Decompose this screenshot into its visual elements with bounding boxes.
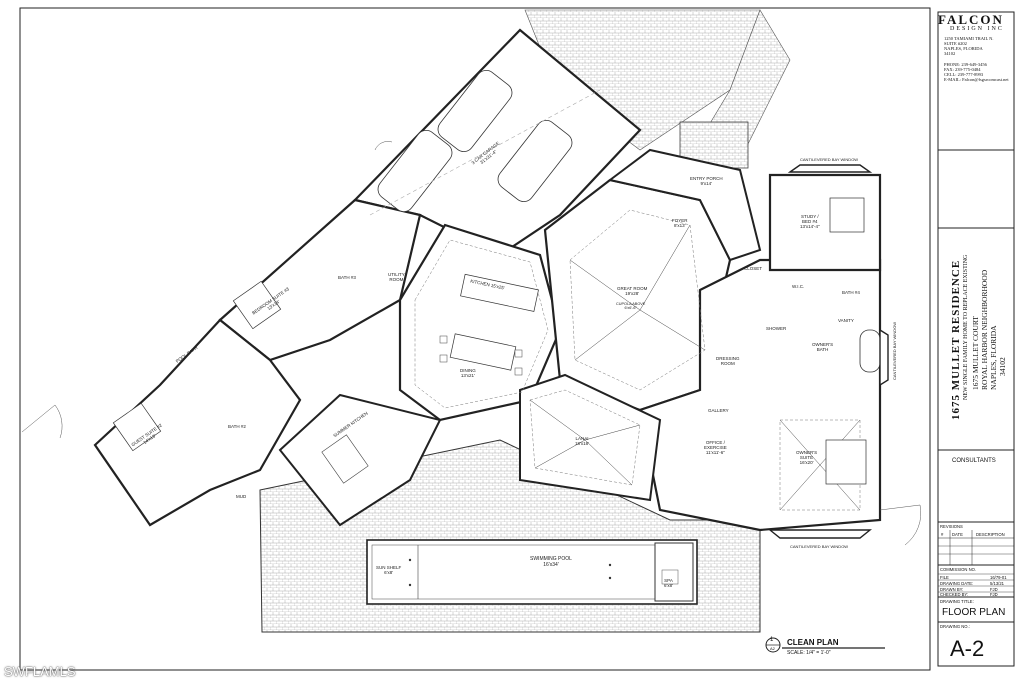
tb-row-key: FILE: [940, 575, 949, 580]
contact-line: CELL: 239-777-8993: [944, 72, 984, 77]
firm-address: 1250 TAMIAMI TRAIL N. SUITE #202 NAPLES,…: [944, 36, 994, 56]
room-entry-porch: ENTRY PORCH 9'x14': [690, 176, 723, 186]
address-line: SUITE #202: [944, 41, 967, 46]
room-owners-bath: OWNER'S BATH: [812, 342, 834, 352]
owners-tub: [859, 329, 881, 373]
drawing-title-label: DRAWING TITLE:: [940, 599, 974, 604]
room-owners-suite: OWNER'S SUITE 16'x20': [796, 450, 818, 465]
bay-window-bottom: CANTILEVERED BAY WINDOW: [790, 544, 849, 549]
firm-logo: FALCON: [938, 12, 1004, 27]
room-dressing: DRESSING ROOM: [716, 356, 740, 366]
room-closet: CLOSET: [744, 266, 763, 271]
room-spa: SPA 6'x8': [664, 578, 673, 588]
tb-row-value: 16/79-01: [990, 575, 1007, 580]
spa: [654, 542, 694, 602]
tb-row-key: DRAWN BY:: [940, 587, 964, 592]
room-vanity: VANITY: [838, 318, 854, 323]
rev-col-num: #: [941, 532, 944, 537]
lanai-block: [519, 373, 662, 502]
contact-line: FAX: 239-775-0484: [944, 67, 981, 72]
tb-row-value: 5/13/21: [990, 581, 1004, 586]
consultants-label: CONSULTANTS: [952, 458, 996, 464]
firm-contact: PHONE: 239-649-3456 FAX: 239-775-0484 CE…: [944, 62, 1014, 82]
tb-row-key: DRAWING DATE:: [940, 581, 974, 586]
garage-cars: [377, 70, 573, 212]
drawing-number: A-2: [950, 636, 985, 661]
room-wic: W.I.C.: [792, 284, 805, 289]
room-shower: SHOWER: [766, 326, 787, 331]
swimming-pool: [366, 539, 698, 605]
room-great-room: GREAT ROOM 19'x28': [617, 286, 648, 296]
tb-row-value: FJD: [990, 587, 998, 592]
room-foyer: FOYER 8'x13': [672, 218, 688, 228]
project-description: NEW SINGLE FAMILY HOME TO REPLACE EXISTI…: [963, 254, 969, 400]
address-line: NAPLES, FLORIDA: [944, 46, 983, 51]
room-study: STUDY / BED #4 13'x14'-4": [800, 214, 820, 229]
address-line: 34102: [944, 51, 956, 56]
tb-row-value: FJD: [990, 592, 998, 597]
commission-label: COMMISSION NO.: [940, 567, 977, 572]
watermark: SWFLAMLS: [4, 664, 76, 679]
drawing-no-label: DRAWING NO.:: [940, 624, 970, 629]
caption-sheet: A2: [770, 646, 775, 651]
caption-scale: SCALE: 1/4" = 1'-0": [787, 650, 831, 656]
rev-col-date: DATE: [952, 532, 963, 537]
room-utility: UTILITY ROOM: [388, 272, 405, 282]
bay-window-top: CANTILEVERED BAY WINDOW: [800, 157, 859, 162]
project-address-2: ROYAL HARBOR NEIGHBORHOOD: [980, 269, 989, 390]
revisions-label: REVISIONS: [940, 524, 963, 529]
firm-subtitle: DESIGN INC: [950, 26, 1004, 32]
room-dining: DINING 13'x21': [460, 368, 476, 378]
caption-title: CLEAN PLAN: [787, 638, 839, 647]
room-office: OFFICE / EXERCISE 11'x11'-6": [704, 440, 727, 455]
project-address-4: 34102: [998, 357, 1007, 376]
room-gallery: GALLERY: [708, 408, 729, 413]
address-line: 1250 TAMIAMI TRAIL N.: [944, 36, 994, 41]
project-address-1: 1675 MULLET COURT: [971, 316, 980, 390]
rev-col-description: DESCRIPTION: [976, 532, 1005, 537]
room-bath4: BATH #4: [842, 290, 860, 295]
room-cupola: CUPOLA ABOVE 6'x6'-6": [616, 302, 646, 310]
project-title: 1675 MULLET RESIDENCE: [950, 259, 962, 420]
drawing-title: FLOOR PLAN: [942, 607, 1006, 618]
room-pool: SWIMMING POOL 16'x34': [530, 556, 572, 568]
caption-number: 1: [770, 637, 774, 643]
contact-line: E-MAIL: Falcon@fsgsrcomcast.net: [944, 77, 1009, 82]
bay-window-side: CANTILEVERED BAY WINDOW: [892, 321, 897, 380]
entry-foyer-block: [607, 148, 762, 262]
tb-row-key: CHECKED BY:: [940, 592, 969, 597]
room-bath2: BATH #2: [228, 424, 246, 429]
room-bath3: BATH #3: [338, 275, 356, 280]
room-mud: MUD: [236, 494, 247, 499]
contact-line: PHONE: 239-649-3456: [944, 62, 987, 67]
project-address-3: NAPLES, FLORIDA: [989, 325, 998, 390]
room-lanai: LANAI 18'x18': [575, 436, 589, 446]
room-sun-shelf: SUN SHELF 6'x8': [376, 565, 402, 575]
